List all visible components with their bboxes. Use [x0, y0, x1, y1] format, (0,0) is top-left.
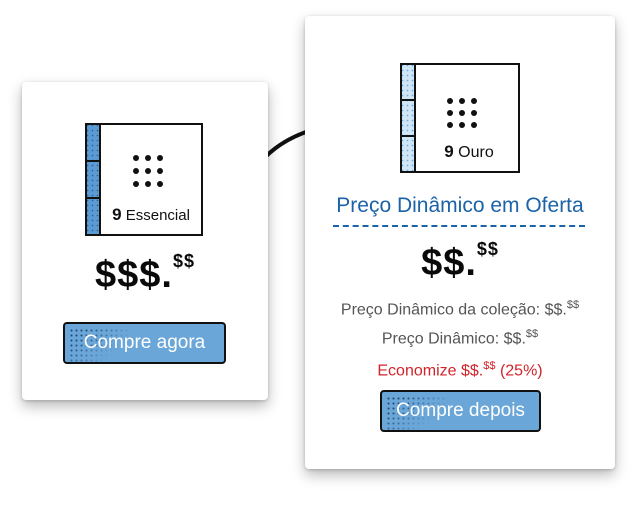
button-texture	[69, 328, 129, 362]
dynamic-price-cents: $$	[525, 328, 539, 340]
product-count: 9	[444, 142, 454, 161]
savings-main: $$.	[460, 362, 484, 380]
dynamic-price-main: $$.	[503, 330, 526, 348]
savings-label: Economize	[377, 362, 457, 380]
price-main: $$$.	[95, 254, 173, 296]
offer-title: Preço Dinâmico em Oferta	[336, 194, 584, 217]
product-box-icon: 9 Ouro	[400, 63, 520, 173]
price-cents: $$	[172, 251, 195, 272]
savings-percent: (25%)	[499, 362, 543, 380]
product-name: Ouro	[458, 144, 494, 161]
collection-price-label: Preço Dinâmico da coleção:	[340, 301, 541, 319]
dynamic-price-label: Preço Dinâmico:	[381, 330, 500, 348]
collection-price-cents: $$	[566, 299, 580, 311]
price-cents: $$	[476, 239, 499, 260]
price-main: $$.	[421, 242, 477, 284]
buy-later-button[interactable]: Compre depois	[380, 390, 541, 432]
buy-now-button[interactable]: Compre agora	[63, 322, 226, 364]
product-card-ouro: 9 Ouro Preço Dinâmico em Oferta $$.$$ Pr…	[305, 16, 615, 469]
buy-later-label: Compre depois	[396, 400, 525, 421]
dynamic-price-line: Preço Dinâmico: $$.$$	[305, 328, 615, 348]
button-texture	[386, 396, 446, 430]
savings-cents: $$	[483, 360, 496, 372]
collection-price-main: $$.	[544, 301, 567, 319]
savings-line: Economize $$.$$ (25%)	[305, 360, 615, 380]
price: $$$.$$	[22, 251, 268, 297]
product-name: Essencial	[125, 207, 190, 224]
price: $$.$$	[305, 239, 615, 285]
product-label: 9 Ouro	[418, 142, 520, 162]
product-label: 9 Essencial	[99, 205, 203, 225]
collection-price-line: Preço Dinâmico da coleção: $$.$$	[305, 299, 615, 319]
product-box-icon: 9 Essencial	[85, 123, 203, 236]
dashed-divider	[333, 225, 585, 227]
product-count: 9	[112, 205, 122, 224]
buy-now-label: Compre agora	[83, 332, 206, 353]
product-card-essencial: 9 Essencial $$$.$$ Compre agora	[22, 82, 268, 400]
